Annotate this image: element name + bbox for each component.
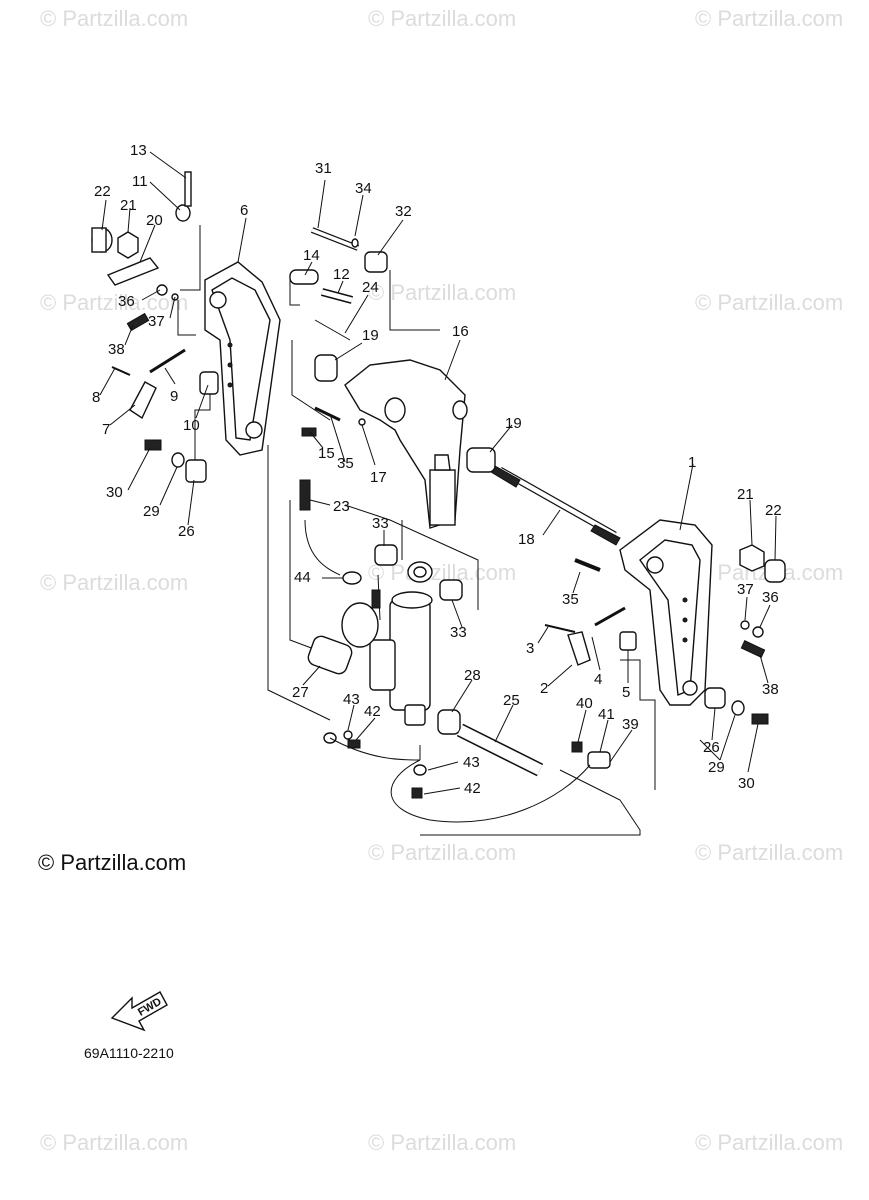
callout-35: 35 <box>337 455 354 472</box>
watermark: © Partzilla.com <box>695 840 843 865</box>
diagram-code: 69A1110-2210 <box>84 1045 174 1061</box>
callout-42: 42 <box>464 780 481 797</box>
callout-28: 28 <box>464 667 481 684</box>
callout-2: 2 <box>540 680 548 697</box>
callout-17: 17 <box>370 469 387 486</box>
callout-21: 21 <box>737 486 754 503</box>
swivel-bracket <box>344 359 468 529</box>
callout-44: 44 <box>294 569 311 586</box>
callout-41: 41 <box>598 706 615 723</box>
callout-1: 1 <box>688 454 696 471</box>
callout-36: 36 <box>118 293 135 310</box>
watermark: © Partzilla.com <box>40 6 188 31</box>
watermark: © Partzilla.com <box>695 290 843 315</box>
callout-33: 33 <box>372 515 389 532</box>
callout-19: 19 <box>362 327 379 344</box>
callout-42: 42 <box>364 703 381 720</box>
callout-12: 12 <box>333 266 350 283</box>
callout-26: 26 <box>703 739 720 756</box>
leader-lines <box>99 151 777 795</box>
callout-36: 36 <box>762 589 779 606</box>
callout-13: 13 <box>130 142 147 159</box>
callout-39: 39 <box>622 716 639 733</box>
callout-37: 37 <box>148 313 165 330</box>
callout-43: 43 <box>463 754 480 771</box>
callout-33: 33 <box>450 624 467 641</box>
left-clamp-bracket <box>204 261 281 456</box>
callout-5: 5 <box>622 684 630 701</box>
watermark: © Partzilla.com <box>368 280 516 305</box>
small-parts <box>91 171 786 823</box>
callout-31: 31 <box>315 160 332 177</box>
callout-14: 14 <box>303 247 320 264</box>
callout-30: 30 <box>106 484 123 501</box>
watermark: © Partzilla.com <box>40 570 188 595</box>
callout-38: 38 <box>108 341 125 358</box>
callout-22: 22 <box>94 183 111 200</box>
watermark: © Partzilla.com <box>368 6 516 31</box>
callout-32: 32 <box>395 203 412 220</box>
callout-30: 30 <box>738 775 755 792</box>
watermark: © Partzilla.com <box>695 6 843 31</box>
watermark: © Partzilla.com <box>368 840 516 865</box>
callout-38: 38 <box>762 681 779 698</box>
callout-10: 10 <box>183 417 200 434</box>
callout-21: 21 <box>120 197 137 214</box>
callout-18: 18 <box>518 531 535 548</box>
callout-9: 9 <box>170 388 178 405</box>
callout-11: 11 <box>132 173 148 190</box>
callout-8: 8 <box>92 389 100 406</box>
callout-29: 29 <box>708 759 725 776</box>
callout-43: 43 <box>343 691 360 708</box>
fwd-arrow-icon: FWD <box>110 991 168 1032</box>
tilt-tube-shaft <box>490 465 621 546</box>
callout-4: 4 <box>594 671 602 688</box>
callout-3: 3 <box>526 640 534 657</box>
copyright-notice: © Partzilla.com <box>38 850 186 875</box>
callout-25: 25 <box>503 692 520 709</box>
callout-labels: 13 11 22 21 20 6 31 34 32 14 12 24 19 16… <box>92 142 782 797</box>
callout-40: 40 <box>576 695 593 712</box>
callout-23: 23 <box>333 498 350 515</box>
callout-16: 16 <box>452 323 469 340</box>
callout-7: 7 <box>102 421 110 438</box>
callout-22: 22 <box>765 502 782 519</box>
callout-29: 29 <box>143 503 160 520</box>
watermark: © Partzilla.com <box>695 1130 843 1155</box>
callout-35: 35 <box>562 591 579 608</box>
callout-37: 37 <box>737 581 754 598</box>
callout-20: 20 <box>146 212 163 229</box>
power-tilt-unit <box>341 561 433 726</box>
callout-26: 26 <box>178 523 195 540</box>
watermark: © Partzilla.com <box>368 1130 516 1155</box>
callout-24: 24 <box>362 279 379 296</box>
right-clamp-bracket <box>619 519 713 706</box>
callout-6: 6 <box>240 202 248 219</box>
watermark: © Partzilla.com <box>40 1130 188 1155</box>
assembly-guide-lines <box>177 225 721 836</box>
callout-19: 19 <box>505 415 522 432</box>
callout-34: 34 <box>355 180 372 197</box>
callout-15: 15 <box>318 445 335 462</box>
callout-27: 27 <box>292 684 309 701</box>
